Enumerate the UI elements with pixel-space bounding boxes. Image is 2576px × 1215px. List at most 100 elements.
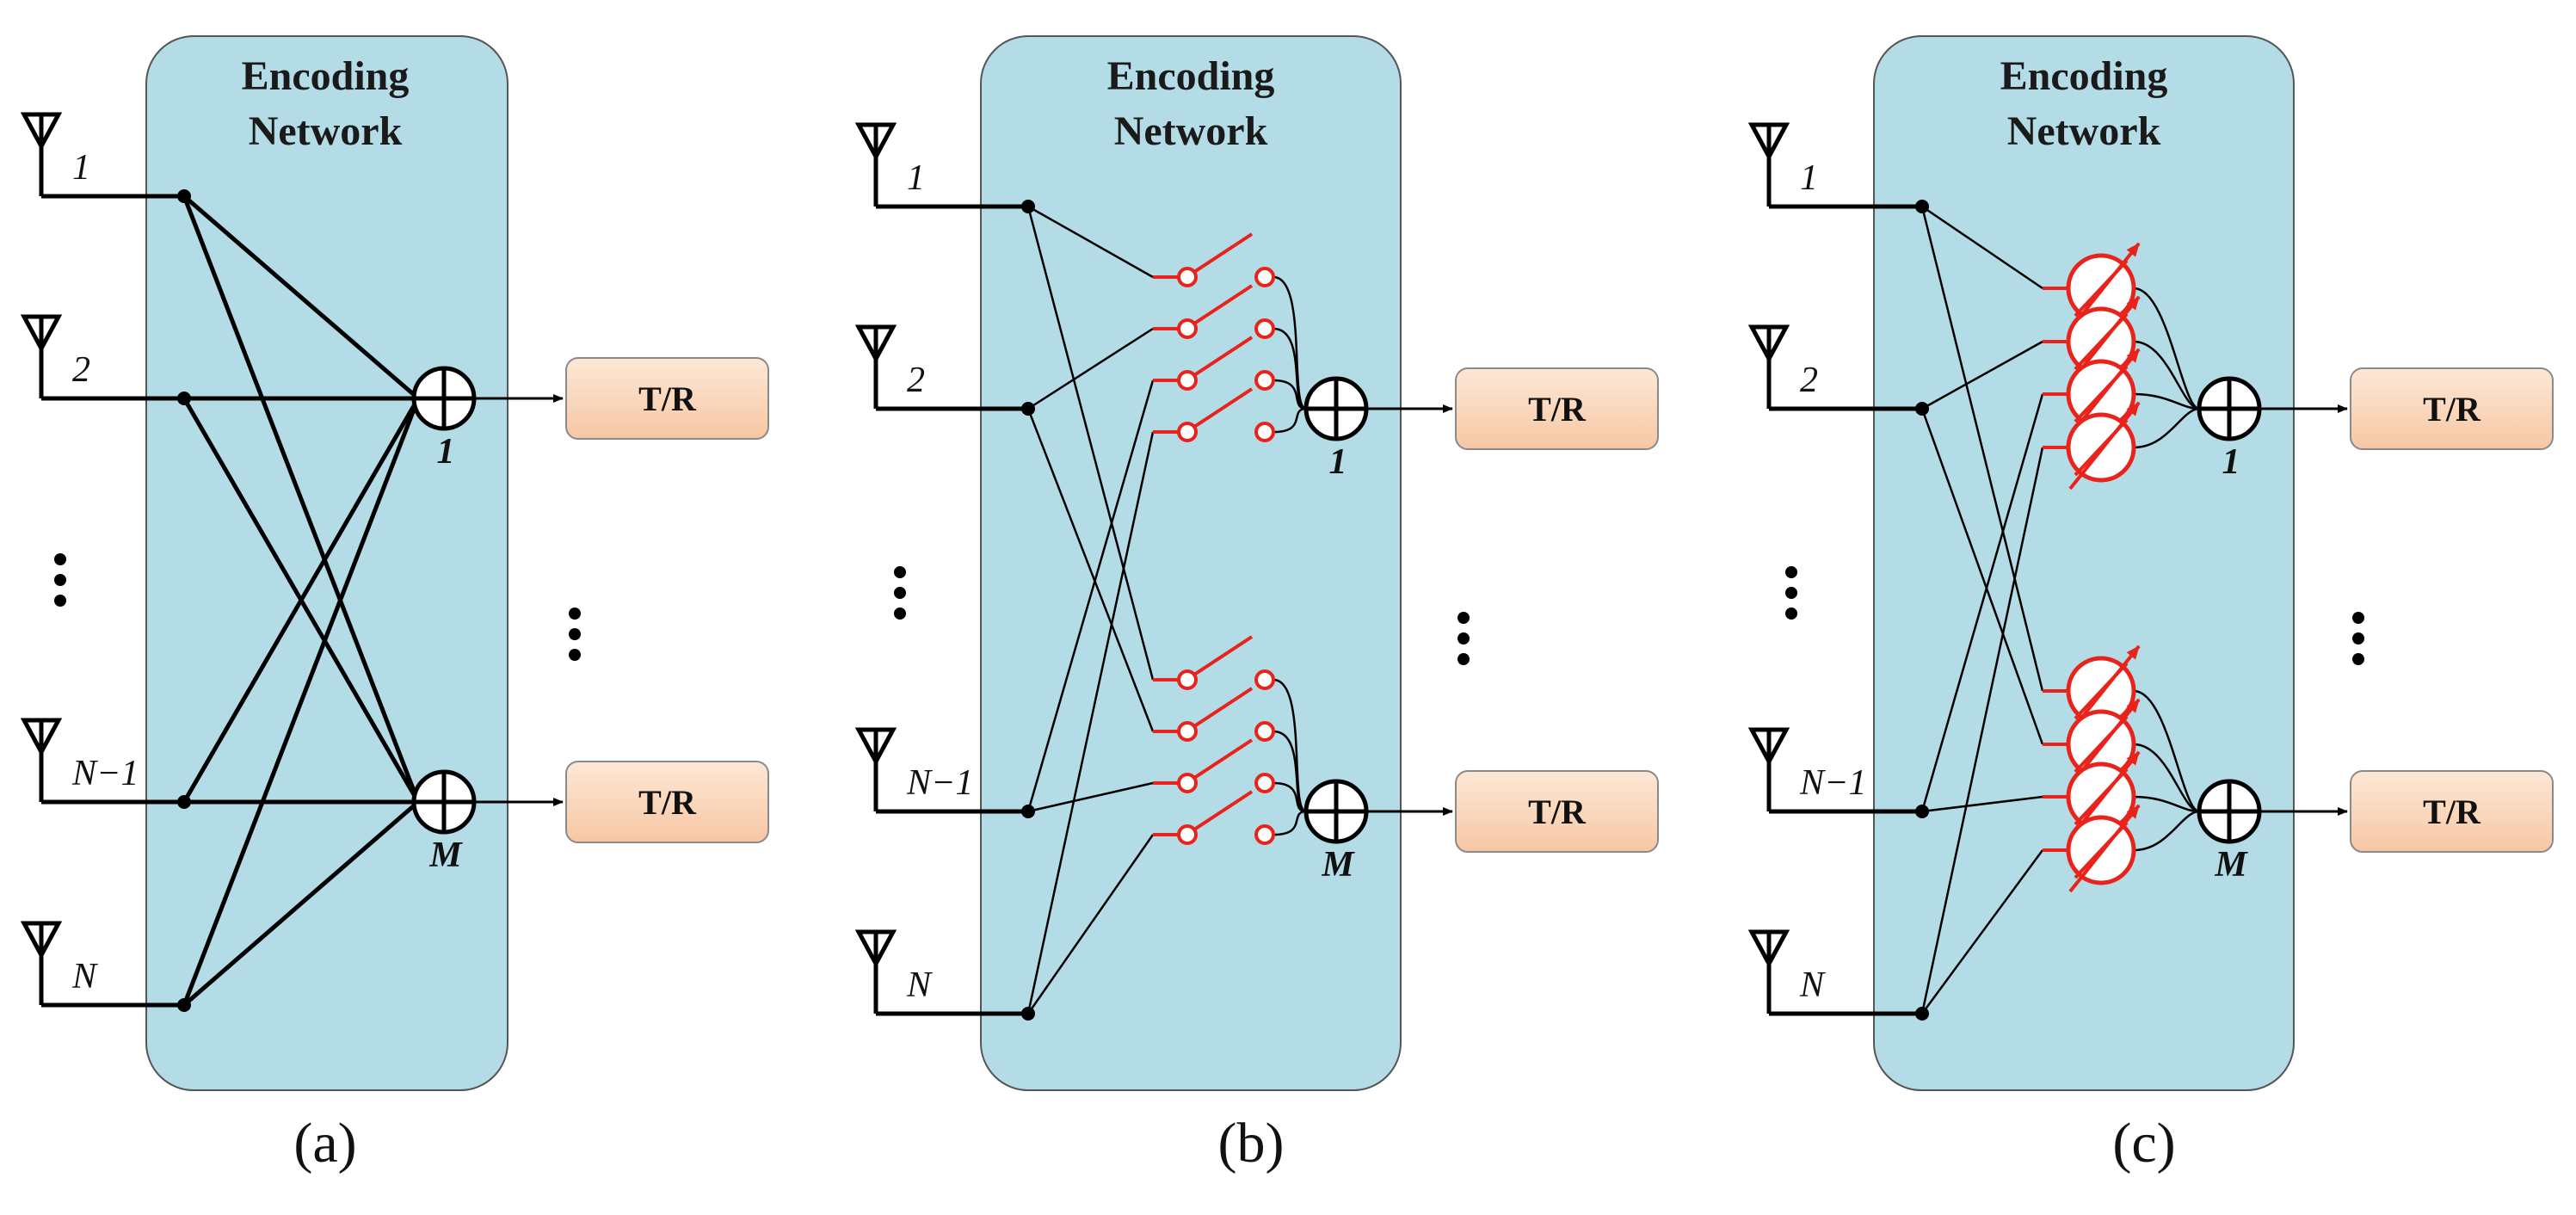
- summer-label: M: [1321, 845, 1355, 885]
- connection-line: [1027, 205, 1154, 279]
- tr-module: T/R: [1455, 770, 1659, 853]
- tr-label: T/R: [1528, 793, 1587, 831]
- antenna-label: N: [71, 957, 98, 996]
- connection-line: [1920, 408, 2044, 745]
- ellipsis-icon: [569, 608, 581, 661]
- combine-line: [1273, 379, 1307, 410]
- antenna-label: 1: [1800, 158, 1818, 198]
- tr-label: T/R: [2423, 390, 2481, 429]
- ellipsis-icon: [54, 553, 66, 607]
- network-title: Network: [1114, 108, 1268, 154]
- combine-line: [2133, 743, 2200, 813]
- tr-box: [2350, 770, 2554, 853]
- connection-line: [1026, 408, 1155, 732]
- panel-label: (a): [293, 1112, 356, 1175]
- connection-lines: [1920, 205, 2200, 1015]
- junction-node: [177, 189, 191, 203]
- switch-icon: [1153, 232, 1275, 287]
- connection-line: [1921, 205, 2043, 290]
- junction-node: [177, 795, 191, 809]
- summer-icon: [2197, 376, 2262, 441]
- ellipsis-icon: [1785, 566, 1797, 620]
- junction-node: [1915, 805, 1929, 818]
- antenna-label: N−1: [906, 763, 973, 803]
- switch-icon: [1153, 336, 1275, 391]
- switch-icon: [1153, 387, 1275, 442]
- tr-module: T/R: [1455, 367, 1659, 450]
- summer-icon: [1303, 376, 1369, 441]
- connection-line: [182, 195, 421, 803]
- connection-line: [182, 397, 421, 804]
- junction-node: [1915, 402, 1929, 416]
- network-title: Encoding: [2000, 53, 2168, 99]
- junction-node: [1915, 1007, 1929, 1021]
- combine-line: [1273, 407, 1307, 434]
- phase-shifter-icon: [2043, 401, 2141, 490]
- connection-line: [1920, 447, 2044, 1015]
- tr-box: [2350, 367, 2554, 450]
- combine-line: [2133, 689, 2200, 813]
- junction-node: [1021, 805, 1035, 818]
- tr-box: [565, 761, 769, 843]
- ellipsis-icon: [2352, 612, 2364, 665]
- junction-node: [1021, 402, 1035, 416]
- connection-line: [1026, 431, 1155, 1015]
- summer-label: 1: [1329, 442, 1347, 482]
- switch-icon: [1153, 738, 1275, 793]
- combine-line: [2133, 340, 2200, 410]
- network-title: Encoding: [1107, 53, 1275, 99]
- antenna-label: 1: [907, 158, 925, 198]
- summer-icon: [1303, 779, 1369, 844]
- connection-line: [1027, 781, 1154, 813]
- summer-icon: [411, 769, 477, 835]
- tr-module: T/R: [565, 357, 769, 440]
- connection-line: [1921, 340, 2043, 410]
- combine-line: [1273, 730, 1307, 813]
- antenna-label: N: [906, 965, 933, 1005]
- antenna-label: 2: [907, 361, 925, 400]
- combine-line: [1273, 781, 1307, 813]
- phase-shifter-icon: [2043, 750, 2141, 840]
- tr-module: T/R: [2350, 770, 2554, 853]
- tr-box: [565, 357, 769, 440]
- combine-line: [2133, 407, 2200, 449]
- ellipsis-icon: [1457, 612, 1470, 665]
- connection-lines: [182, 194, 421, 1007]
- encoding-network-box: [980, 35, 1402, 1091]
- connection-line: [1920, 849, 2044, 1015]
- connection-line: [1920, 393, 2044, 812]
- junction-node: [1915, 200, 1929, 213]
- antenna-label: N: [1799, 965, 1826, 1005]
- panel-label: (b): [1218, 1112, 1285, 1175]
- summer-icon: [411, 366, 477, 431]
- connection-line: [1026, 206, 1155, 681]
- antenna-label: 1: [72, 148, 90, 188]
- switch-icon: [1153, 687, 1275, 742]
- combine-line: [1273, 810, 1307, 836]
- connection-lines: [1026, 205, 1307, 1015]
- ellipsis-icon: [894, 566, 906, 620]
- tr-module: T/R: [2350, 367, 2554, 450]
- switch-icon: [1153, 284, 1275, 339]
- junction-node: [177, 998, 191, 1012]
- network-title: Network: [249, 108, 403, 154]
- connection-line: [1921, 795, 2043, 813]
- combine-line: [2133, 810, 2200, 852]
- combine-line: [1273, 327, 1307, 410]
- connection-line: [1026, 834, 1155, 1015]
- junction-node: [177, 392, 191, 405]
- antenna-label: 2: [1800, 361, 1818, 400]
- tr-box: [1455, 367, 1659, 450]
- network-title: Encoding: [242, 53, 410, 99]
- summer-icon: [2197, 779, 2262, 844]
- tr-label: T/R: [638, 783, 697, 822]
- connection-line: [1027, 327, 1154, 410]
- connection-line: [182, 194, 420, 400]
- tr-module: T/R: [565, 761, 769, 843]
- encoding-network-box: [1873, 35, 2295, 1091]
- tr-label: T/R: [2423, 793, 2481, 831]
